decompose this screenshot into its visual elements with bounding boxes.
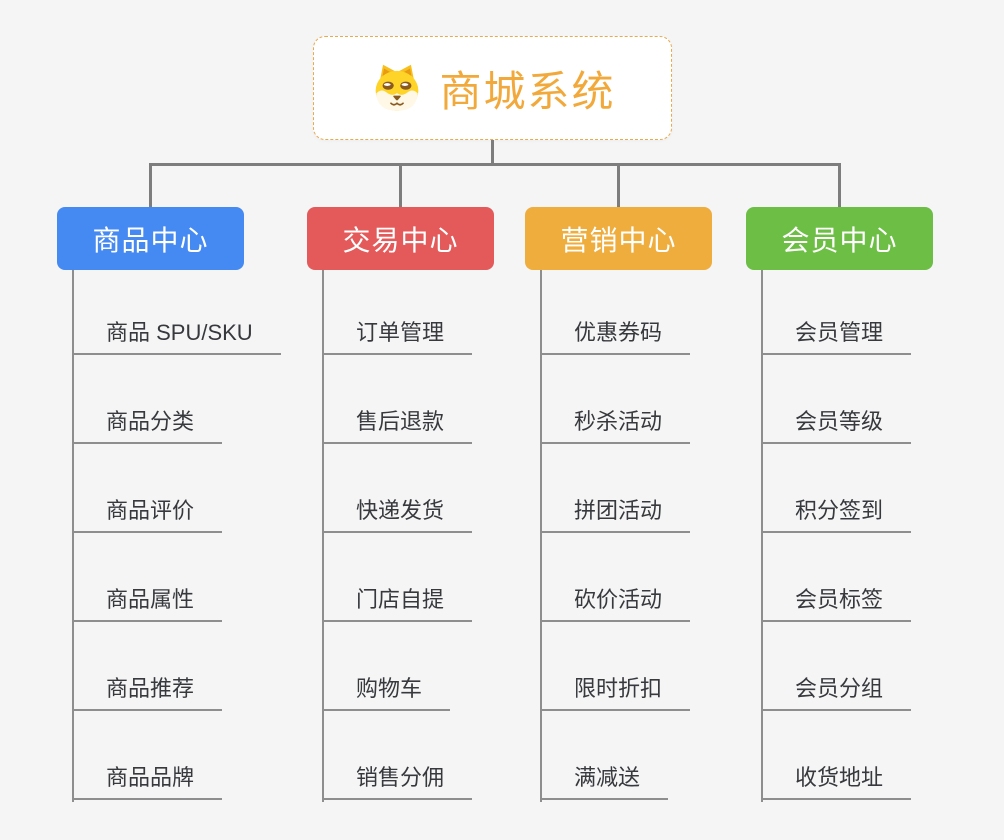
branch-item-row: 商品属性 bbox=[72, 533, 223, 622]
branch-trunk-line bbox=[72, 270, 74, 802]
mindmap-item-node[interactable]: 快递发货 bbox=[322, 497, 473, 533]
branch-item-row: 收货地址 bbox=[761, 711, 912, 800]
connector-drop-trade bbox=[399, 163, 402, 209]
branch-item-row: 拼团活动 bbox=[540, 444, 691, 533]
branch-item-row: 优惠券码 bbox=[540, 266, 691, 355]
root-node[interactable]: 商城系统 bbox=[313, 36, 672, 140]
branch-connector-bar bbox=[149, 163, 841, 166]
branch-item-row: 快递发货 bbox=[322, 444, 473, 533]
mindmap-item-node[interactable]: 限时折扣 bbox=[540, 675, 691, 711]
mindmap-item-node[interactable]: 销售分佣 bbox=[322, 764, 473, 800]
root-title: 商城系统 bbox=[439, 67, 616, 115]
branch-item-row: 订单管理 bbox=[322, 266, 473, 355]
branch-items-member: 会员管理会员等级积分签到会员标签会员分组收货地址 bbox=[761, 266, 912, 800]
mindmap-item-node[interactable]: 商品推荐 bbox=[72, 675, 223, 711]
branch-trunk-line bbox=[322, 270, 324, 802]
branch-item-row: 满减送 bbox=[540, 711, 669, 800]
mindmap-item-node[interactable]: 优惠券码 bbox=[540, 319, 691, 355]
mindmap-item-node[interactable]: 订单管理 bbox=[322, 319, 473, 355]
branch-item-row: 积分签到 bbox=[761, 444, 912, 533]
mindmap-item-node[interactable]: 秒杀活动 bbox=[540, 408, 691, 444]
branch-item-row: 商品评价 bbox=[72, 444, 223, 533]
mindmap-item-node[interactable]: 收货地址 bbox=[761, 764, 912, 800]
connector-drop-marketing bbox=[617, 163, 620, 209]
branch-item-row: 秒杀活动 bbox=[540, 355, 691, 444]
branch-item-row: 销售分佣 bbox=[322, 711, 473, 800]
branch-marketing-center: 营销中心 优惠券码秒杀活动拼团活动砍价活动限时折扣满减送 bbox=[525, 207, 712, 802]
mindmap-item-node[interactable]: 商品 SPU/SKU bbox=[72, 319, 281, 355]
mindmap-item-node[interactable]: 购物车 bbox=[322, 675, 451, 711]
mindmap-item-node[interactable]: 商品属性 bbox=[72, 586, 223, 622]
dog-face-icon bbox=[369, 62, 425, 114]
mindmap-item-node[interactable]: 商品品牌 bbox=[72, 764, 223, 800]
branch-item-row: 门店自提 bbox=[322, 533, 473, 622]
branch-item-row: 购物车 bbox=[322, 622, 451, 711]
mindmap-item-node[interactable]: 会员标签 bbox=[761, 586, 912, 622]
branch-item-row: 商品推荐 bbox=[72, 622, 223, 711]
branch-header-member[interactable]: 会员中心 bbox=[746, 207, 933, 270]
branch-item-row: 商品品牌 bbox=[72, 711, 223, 800]
branch-item-row: 商品 SPU/SKU bbox=[72, 266, 281, 355]
mindmap-item-node[interactable]: 商品分类 bbox=[72, 408, 223, 444]
mindmap-item-node[interactable]: 砍价活动 bbox=[540, 586, 691, 622]
branch-item-row: 商品分类 bbox=[72, 355, 223, 444]
branch-header-trade[interactable]: 交易中心 bbox=[307, 207, 494, 270]
branch-trunk-line bbox=[540, 270, 542, 802]
branch-item-row: 限时折扣 bbox=[540, 622, 691, 711]
branch-item-row: 售后退款 bbox=[322, 355, 473, 444]
branch-trunk-line bbox=[761, 270, 763, 802]
branch-item-row: 会员标签 bbox=[761, 533, 912, 622]
connector-drop-product bbox=[149, 163, 152, 209]
connector-drop-member bbox=[838, 163, 841, 209]
mindmap-item-node[interactable]: 门店自提 bbox=[322, 586, 473, 622]
mindmap-item-node[interactable]: 积分签到 bbox=[761, 497, 912, 533]
mindmap-item-node[interactable]: 会员管理 bbox=[761, 319, 912, 355]
mindmap-item-node[interactable]: 满减送 bbox=[540, 764, 669, 800]
branch-header-marketing[interactable]: 营销中心 bbox=[525, 207, 712, 270]
branch-product-center: 商品中心 商品 SPU/SKU 商品分类商品评价商品属性商品推荐商品品牌 bbox=[57, 207, 281, 802]
branch-item-row: 砍价活动 bbox=[540, 533, 691, 622]
root-connector-stub bbox=[491, 140, 494, 166]
branch-member-center: 会员中心 会员管理会员等级积分签到会员标签会员分组收货地址 bbox=[746, 207, 933, 802]
mindmap-item-node[interactable]: 会员分组 bbox=[761, 675, 912, 711]
mindmap-item-node[interactable]: 拼团活动 bbox=[540, 497, 691, 533]
branch-trade-center: 交易中心 订单管理售后退款快递发货门店自提购物车销售分佣 bbox=[307, 207, 494, 802]
branch-item-row: 会员管理 bbox=[761, 266, 912, 355]
branch-items-trade: 订单管理售后退款快递发货门店自提购物车销售分佣 bbox=[322, 266, 473, 800]
mindmap-item-node[interactable]: 售后退款 bbox=[322, 408, 473, 444]
mindmap-item-node[interactable]: 会员等级 bbox=[761, 408, 912, 444]
branch-items-marketing: 优惠券码秒杀活动拼团活动砍价活动限时折扣满减送 bbox=[540, 266, 691, 800]
branch-items-product: 商品 SPU/SKU 商品分类商品评价商品属性商品推荐商品品牌 bbox=[72, 266, 281, 800]
branch-header-product[interactable]: 商品中心 bbox=[57, 207, 244, 270]
branch-item-row: 会员分组 bbox=[761, 622, 912, 711]
branch-item-row: 会员等级 bbox=[761, 355, 912, 444]
mindmap-item-node[interactable]: 商品评价 bbox=[72, 497, 223, 533]
